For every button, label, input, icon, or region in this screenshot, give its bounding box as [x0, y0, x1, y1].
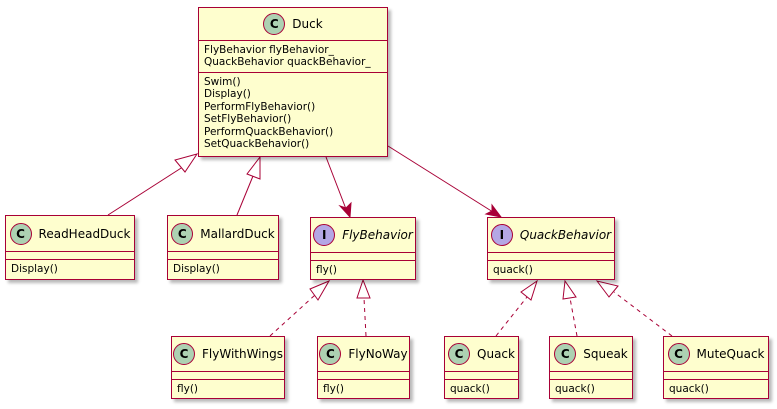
edge-flywithwings-flybehavior — [269, 279, 331, 337]
class-marker-icon: C — [173, 343, 195, 365]
interface-marker-icon: I — [313, 224, 336, 246]
method: fly() — [177, 383, 199, 395]
methods-section: quack() — [488, 260, 614, 279]
class-marker-icon: C — [263, 13, 286, 35]
arrow-head-icon — [338, 201, 352, 219]
triangle-head-icon — [246, 155, 261, 180]
class-header: C FlyNoWay — [318, 337, 409, 371]
fields-section — [6, 251, 134, 259]
fields-section — [550, 371, 632, 379]
class-squeak[interactable]: C Squeak quack() — [549, 336, 633, 399]
interface-marker-icon: I — [490, 224, 513, 246]
fields-section — [488, 252, 614, 260]
class-header: C Squeak — [550, 337, 632, 371]
method: fly() — [316, 264, 338, 276]
edge-mutequack-quackbehavior — [595, 280, 673, 337]
method: quack() — [555, 383, 595, 395]
class-header: I FlyBehavior — [311, 218, 415, 252]
class-duck[interactable]: C Duck FlyBehavior flyBehavior_ QuackBeh… — [198, 7, 388, 157]
class-marker-icon: C — [9, 222, 32, 245]
arrow-head-icon — [484, 203, 503, 218]
edge-duck-quackbehavior — [387, 145, 503, 218]
class-marker-icon: C — [667, 343, 690, 365]
methods-section: fly() — [318, 379, 409, 398]
edge-quack-quackbehavior — [495, 279, 538, 337]
edge-readheadduck-duck — [107, 153, 199, 216]
method: quack() — [493, 264, 533, 276]
class-header: C MuteQuack — [664, 337, 768, 371]
class-name: QuackBehavior — [519, 228, 612, 242]
class-header: C MallardDuck — [168, 216, 278, 251]
method: fly() — [323, 383, 345, 395]
fields-section — [445, 371, 518, 379]
method: Display() — [11, 263, 58, 275]
class-header: C FlyWithWings — [172, 337, 284, 371]
methods-section: fly() — [172, 379, 284, 398]
class-name: ReadHeadDuck — [38, 226, 131, 241]
field: QuackBehavior quackBehavior_ — [204, 56, 371, 69]
edge-flynoway-flybehavior — [356, 278, 371, 337]
fields-section — [311, 252, 415, 260]
class-name: MallardDuck — [200, 226, 275, 241]
methods-section: quack() — [550, 379, 632, 398]
class-header: C Duck — [199, 8, 387, 40]
class-readheadduck[interactable]: C ReadHeadDuck Display() — [5, 215, 135, 280]
methods-section: fly() — [311, 260, 415, 279]
methods-section: Display() — [6, 259, 134, 279]
class-marker-icon: C — [319, 343, 342, 365]
method: quack() — [450, 383, 490, 395]
class-name: MuteQuack — [696, 347, 765, 361]
fields-section — [172, 371, 284, 379]
triangle-head-icon — [356, 278, 371, 299]
field: FlyBehavior flyBehavior_ — [204, 44, 334, 56]
method: Display() — [204, 88, 251, 101]
class-header: C Quack — [445, 337, 518, 371]
method: SetQuackBehavior() — [204, 138, 310, 151]
interface-quackbehavior[interactable]: I QuackBehavior quack() — [487, 217, 615, 280]
class-mallardduck[interactable]: C MallardDuck Display() — [167, 215, 279, 280]
triangle-head-icon — [562, 279, 577, 300]
class-name: Duck — [292, 17, 323, 31]
interface-flybehavior[interactable]: I FlyBehavior fly() — [310, 217, 416, 280]
triangle-head-icon — [174, 153, 199, 173]
class-mutequack[interactable]: C MuteQuack quack() — [663, 336, 769, 399]
method: Display() — [173, 263, 220, 275]
method: SetFlyBehavior() — [204, 113, 292, 126]
class-name: FlyBehavior — [342, 228, 413, 242]
triangle-head-icon — [595, 280, 619, 298]
class-marker-icon: C — [554, 343, 577, 365]
class-name: Quack — [477, 347, 515, 361]
triangle-head-icon — [520, 279, 538, 301]
class-name: FlyWithWings — [202, 347, 283, 361]
methods-section: quack() — [664, 379, 768, 398]
fields-section — [168, 251, 278, 259]
methods-section: quack() — [445, 379, 518, 398]
class-name: Squeak — [583, 347, 628, 361]
fields-section — [664, 371, 768, 379]
class-quack[interactable]: C Quack quack() — [444, 336, 519, 399]
class-flynoway[interactable]: C FlyNoWay fly() — [317, 336, 410, 399]
fields-section: FlyBehavior flyBehavior_ QuackBehavior q… — [199, 40, 387, 72]
class-flywithwings[interactable]: C FlyWithWings fly() — [171, 336, 285, 399]
class-marker-icon: C — [171, 222, 194, 245]
edge-mallardduck-duck — [236, 155, 261, 216]
class-header: I QuackBehavior — [488, 218, 614, 252]
methods-section: Swim() Display() PerformFlyBehavior() Se… — [199, 72, 387, 156]
edge-duck-flybehavior — [325, 156, 352, 219]
method: PerformQuackBehavior() — [204, 125, 334, 138]
methods-section: Display() — [168, 259, 278, 279]
method: quack() — [669, 383, 709, 395]
method: PerformFlyBehavior() — [204, 100, 316, 113]
class-marker-icon: C — [448, 343, 471, 365]
edge-squeak-quackbehavior — [562, 279, 578, 337]
class-header: C ReadHeadDuck — [6, 216, 134, 251]
class-name: FlyNoWay — [348, 347, 408, 361]
fields-section — [318, 371, 409, 379]
triangle-head-icon — [309, 279, 331, 301]
method: Swim() — [204, 76, 241, 88]
